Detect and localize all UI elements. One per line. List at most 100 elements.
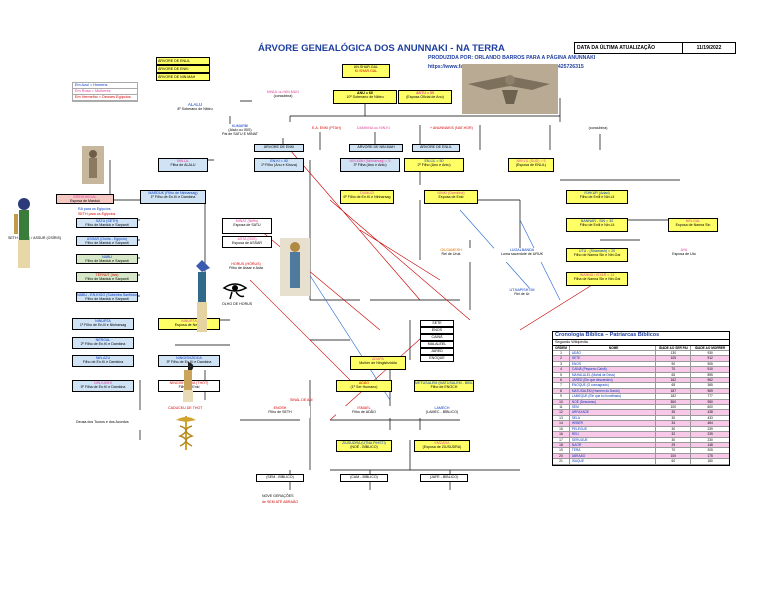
node-name: UT.NAPISHTIM xyxy=(509,288,535,292)
node-sub: Filha de ALALU xyxy=(170,163,196,168)
table-cell: 60 xyxy=(656,459,692,464)
table-cell: LAMEQUE (Ele que foi humilhado) xyxy=(570,394,657,399)
table-cell: SELÁ xyxy=(570,415,657,421)
node-enki40: EN.KI = 40 1º Filho (Anu e Kiruza) xyxy=(254,158,304,172)
node-name: ZIUSUDRA (UTNA PIHSTI) xyxy=(342,441,386,445)
node-marduk: MARDUK (Filho de Ninharsag) 1º Filho de … xyxy=(140,190,206,204)
node-enlil-tree: ÁRVORE DE ENLIL xyxy=(412,144,460,152)
list-item: MALALEEL xyxy=(420,341,454,348)
node-sub: (1º Ser Humano) xyxy=(350,385,378,390)
node-jafe: (JAFÉ - BÍBLICO) xyxy=(420,474,468,482)
node-sub: Rei de Uruk xyxy=(441,252,461,257)
legend-egyptian-gods: Em Vermelho = Deuses Egípcios xyxy=(73,95,137,101)
eye-of-horus-icon xyxy=(222,283,248,300)
node-sub: 1º Filho de En.lil e Ninharsag xyxy=(79,323,127,328)
node-sub: Filho de Nanna Sin e Nin.Gal xyxy=(573,253,621,258)
node-cam: (CAM - BÍBLICO) xyxy=(340,474,388,482)
table-cell: 30 xyxy=(656,437,692,442)
list-item: JARED xyxy=(420,348,454,355)
table-cell: ENOS xyxy=(570,361,657,367)
node-sub: Filho de ENOCH xyxy=(430,385,458,390)
node-natchor-label: + ANUNNAKIS (NAT.HOR) xyxy=(430,126,473,130)
node-nannar: NANNAR - SIN = 30 Filho de Enlil e Nin.L… xyxy=(566,218,628,232)
table-cell: 18 xyxy=(553,442,570,448)
node-sem: (SEM - BÍBLICO) xyxy=(256,474,304,482)
table-cell: 905 xyxy=(707,361,713,366)
node-enlil50: EN.LIL = 50 2º Filho (Anu e Antu) xyxy=(404,158,464,172)
table-cell: ISAQUE xyxy=(570,459,657,464)
node-name: NABU xyxy=(102,255,112,259)
node-name: NIN.AZU xyxy=(95,356,111,360)
table-cell: 464 xyxy=(707,421,713,426)
table-cell: 175 xyxy=(707,453,713,458)
node-ninlil: NIN.LIL Filha de ALALU xyxy=(158,158,208,172)
table-cell: 21 xyxy=(553,459,570,464)
table-cell: ABRAÃO xyxy=(570,453,657,459)
table-cell: 17 xyxy=(553,437,570,442)
node-name: GILGAMESH xyxy=(440,248,462,252)
node-sub2: Pai de SATU E MINAT xyxy=(222,132,258,137)
list-item: CAINÃ xyxy=(420,334,454,341)
table-cell: 182 xyxy=(656,394,692,399)
table-cell: 962 xyxy=(707,378,713,383)
table-cell: 11 xyxy=(553,405,570,410)
node-sub: Filho de ADÃO xyxy=(352,410,376,415)
node-name: NINUL ou NIN.MUG xyxy=(266,90,300,94)
node-name: NIN.LIL (SUD) = 5 xyxy=(516,159,546,163)
table-cell: 65 xyxy=(656,383,692,388)
node-name: ISMAEL xyxy=(357,406,371,410)
node-name: LUGALBANDA xyxy=(509,248,535,252)
table-header: NOME xyxy=(570,346,657,350)
table-cell: 205 xyxy=(707,448,713,453)
node-sub: Filho de En.Ki e Damkina xyxy=(82,360,124,365)
node-utnapishtim: UT.NAPISHTIM Rei de Ur xyxy=(494,288,550,302)
winged-relief-icon xyxy=(462,64,558,114)
node-name: MINAT (Nefts) xyxy=(235,219,259,223)
table-cell: 239 xyxy=(707,426,713,431)
table-header: IDADE AO SER PAI xyxy=(656,346,692,350)
small-patriarch-list: SETE ENOS CAINÃ MALALEEL JARED ENOQUE xyxy=(420,320,454,362)
node-lamech: LAMECH (LAMEC - BÍBLICO) xyxy=(414,406,470,418)
table-cell: 365 xyxy=(707,383,713,388)
table-cell: 90 xyxy=(656,361,692,367)
table-cell: 32 xyxy=(656,432,692,437)
node-ningal: NIN.GAL Esposa de Nanna Sin xyxy=(668,218,718,232)
node-nabu: NABU Filho de Marduk e Sarpanit xyxy=(76,254,138,264)
table-cell: SEM xyxy=(570,405,657,410)
node-sub: (LAMEC - BÍBLICO) xyxy=(425,410,459,415)
table-cell: 30 xyxy=(656,415,692,421)
node-sub: 2º Filho de En.Ki e Damkina xyxy=(80,342,126,347)
node-ishkur: ISHKUR (Adad) Filho de Enlil e Nin.Lil xyxy=(566,190,628,204)
node-anshar: AN.SHAR.GAL KI.SHAR.GAL xyxy=(342,64,390,78)
node-sub: Esposa de Enki xyxy=(438,195,464,200)
node-sub: 5º Filha de En.Ki e Damkina xyxy=(80,385,126,390)
table-cell: 70 xyxy=(656,448,692,453)
table-cell: REÚ xyxy=(570,432,657,437)
egyptian-deity-figure-icon xyxy=(14,198,30,268)
node-ea-label: E.A. ENKI (PTAH) xyxy=(312,126,341,130)
table-cell: 895 xyxy=(707,372,713,377)
table-cell: 438 xyxy=(707,410,713,415)
node-sud: NIN.LIL (SUD) = 5 (Esposa de ENLIL) xyxy=(508,158,554,172)
node-sub: Esposa de Nergal xyxy=(174,323,204,328)
node-sub: Filha de Nanna Sin e Nin.Gal xyxy=(573,277,621,282)
table-cell: JARED (Ele que descendeu) xyxy=(570,378,657,383)
table-cell: 35 xyxy=(656,410,692,415)
node-name: KUMARBI xyxy=(231,124,249,128)
table-cell: 969 xyxy=(707,388,713,393)
node-name: NERGAL xyxy=(95,338,111,342)
label-generations-2: de SEM ATÉ ABRAÃO xyxy=(262,500,299,504)
node-sub: (concubina) xyxy=(273,94,293,99)
node-name: ANU = 60 xyxy=(357,91,373,95)
node-tefnut: TEFNUT (Isis) Filho de Marduk e Sarpanit xyxy=(76,272,138,282)
table-cell: 500 xyxy=(656,399,692,405)
